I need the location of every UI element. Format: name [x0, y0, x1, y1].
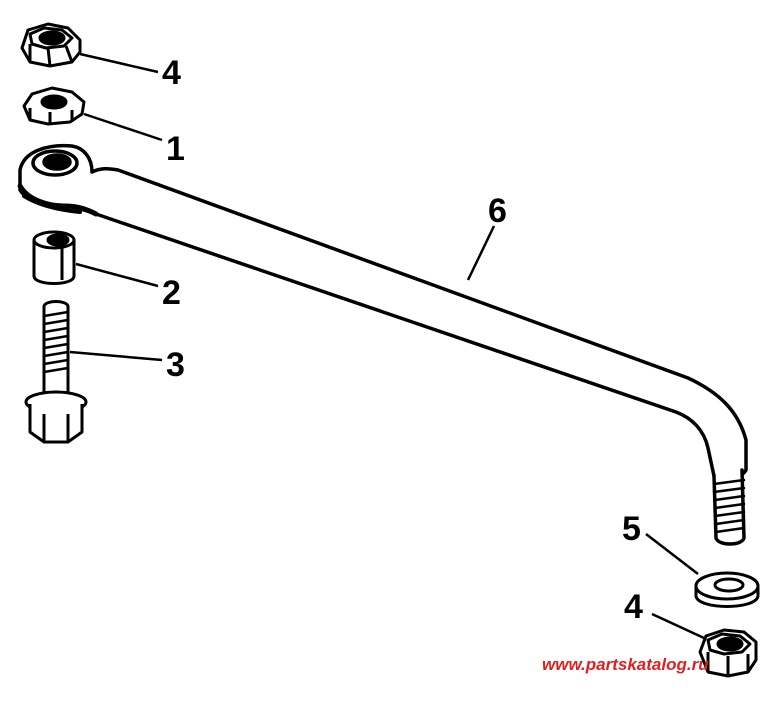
leader-line-2	[75, 262, 159, 288]
leader-line-6	[466, 225, 496, 281]
leader-line-1	[83, 112, 163, 142]
callout-1: 1	[166, 130, 185, 168]
hex-nut	[22, 86, 86, 126]
callout-3: 3	[166, 346, 185, 384]
leader-line-5	[645, 533, 699, 575]
leader-line-4-top	[79, 52, 159, 74]
flat-washer	[694, 571, 760, 608]
callout-4-bottom: 4	[624, 588, 643, 626]
lock-nut-top	[20, 22, 82, 68]
link-rod	[17, 143, 748, 546]
callout-5: 5	[622, 510, 641, 548]
callout-2: 2	[162, 274, 181, 312]
leader-line-3	[69, 350, 163, 362]
watermark: www.partskatalog.ru	[542, 655, 709, 674]
lock-nut-bottom	[698, 628, 758, 678]
leader-line-4-bottom	[651, 612, 705, 640]
flanged-bolt	[24, 300, 88, 444]
spacer-bushing	[32, 230, 76, 285]
callout-4-top: 4	[162, 54, 181, 92]
callout-6: 6	[488, 192, 507, 230]
